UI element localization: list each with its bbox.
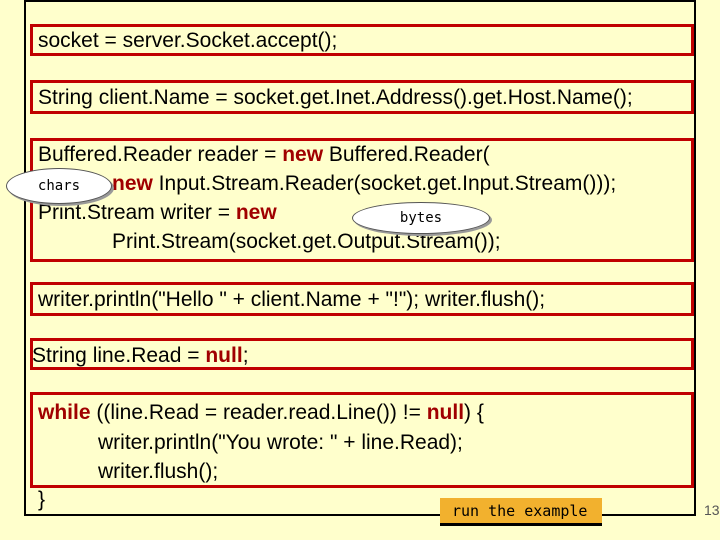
- code-line-hello: writer.println("Hello " + client.Name + …: [38, 288, 546, 311]
- code-line-while: while ((line.Read = reader.read.Line()) …: [38, 401, 484, 424]
- code-line-reader: Buffered.Reader reader = new Buffered.Re…: [38, 143, 490, 166]
- code-line-closing-brace: }: [38, 488, 46, 511]
- code-line-writer: Print.Stream writer = new: [38, 201, 277, 224]
- slide-frame: [24, 0, 696, 516]
- code-line-accept: socket = server.Socket.accept();: [38, 29, 338, 52]
- code-box-line-read: [30, 338, 694, 370]
- bytes-callout: bytes: [352, 202, 490, 234]
- code-line-flush: writer.flush();: [98, 460, 219, 483]
- code-box-accept: [30, 24, 694, 56]
- code-box-hello: [30, 282, 694, 316]
- code-box-client-name: [30, 80, 694, 114]
- code-box-while-loop: [30, 392, 694, 488]
- code-line-line-read: String line.Read = null;: [32, 344, 249, 367]
- code-line-client-name: String client.Name = socket.get.Inet.Add…: [38, 86, 633, 109]
- chars-callout: chars: [6, 168, 112, 204]
- code-line-input-stream-reader: new Input.Stream.Reader(socket.get.Input…: [112, 172, 617, 195]
- code-line-println-echo: writer.println("You wrote: " + line.Read…: [98, 431, 463, 454]
- run-example-button[interactable]: run the example: [440, 498, 602, 526]
- slide-number: 13: [704, 502, 720, 518]
- code-line-print-stream: Print.Stream(socket.get.Output.Stream())…: [112, 230, 501, 253]
